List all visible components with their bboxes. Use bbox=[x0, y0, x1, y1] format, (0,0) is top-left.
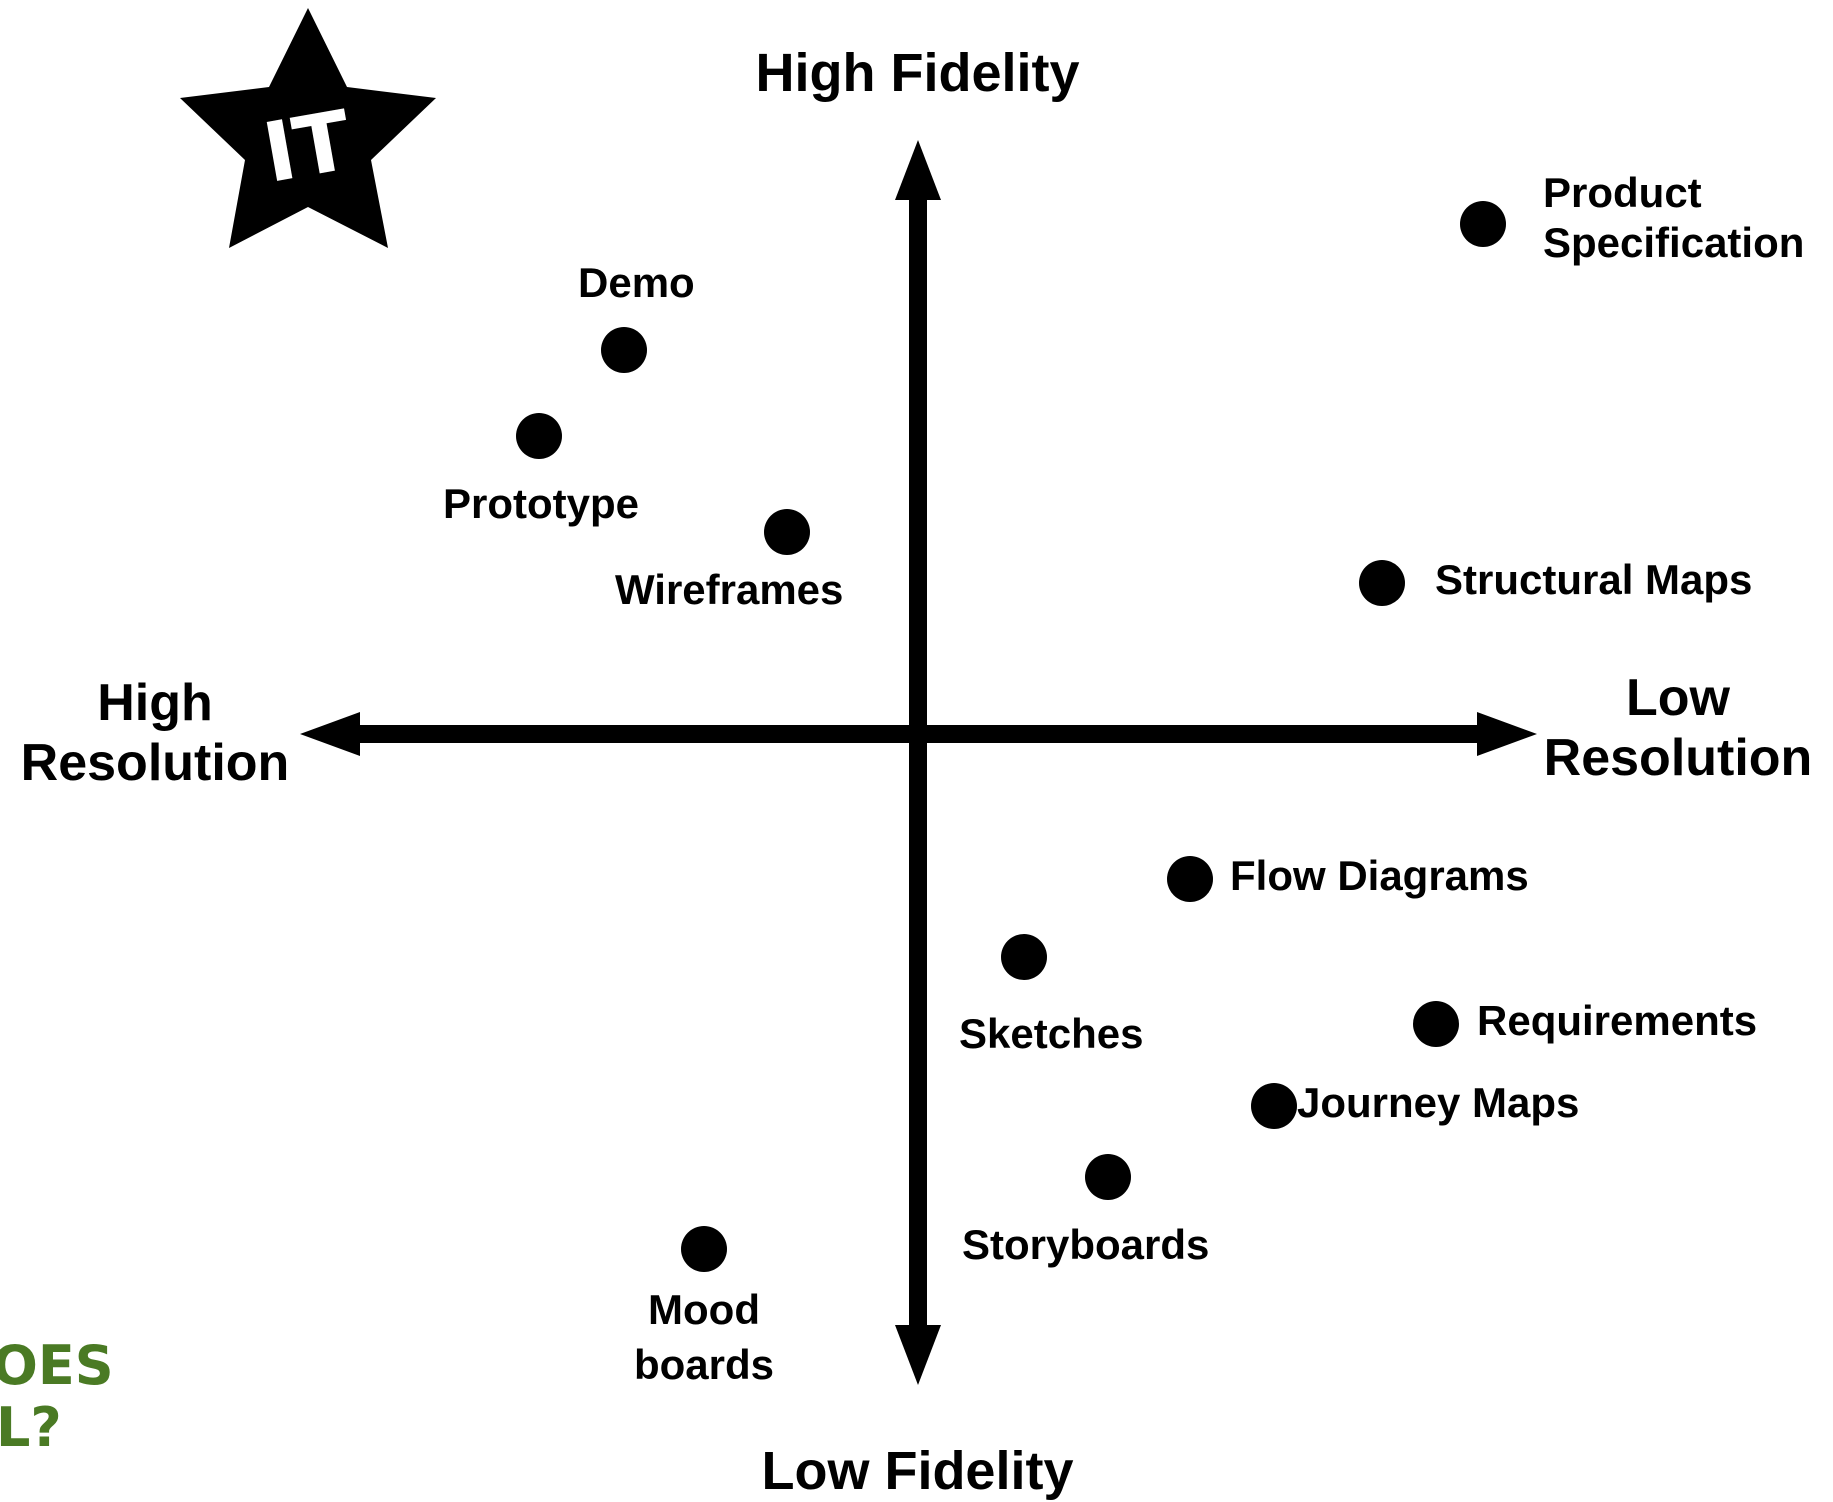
axis-label-left-line1: High bbox=[97, 674, 213, 732]
label-wireframes: Wireframes bbox=[615, 566, 844, 613]
fidelity-axis bbox=[895, 140, 941, 1385]
point-journey-maps bbox=[1251, 1083, 1297, 1129]
axis-label-right: Low Resolution bbox=[1523, 669, 1833, 789]
point-prototype bbox=[516, 413, 562, 459]
label-storyboards: Storyboards bbox=[962, 1221, 1210, 1268]
corner-caption-line1: OES bbox=[0, 1335, 114, 1397]
point-sketches bbox=[1001, 934, 1047, 980]
label-sketches: Sketches bbox=[959, 1010, 1144, 1057]
label-flow-diagrams: Flow Diagrams bbox=[1230, 852, 1529, 899]
point-storyboards bbox=[1085, 1154, 1131, 1200]
arrowhead-left-icon bbox=[300, 712, 360, 756]
point-mood-boards bbox=[681, 1226, 727, 1272]
axis-label-bottom: Low Fidelity bbox=[761, 1441, 1074, 1501]
axis-label-top: High Fidelity bbox=[755, 43, 1080, 103]
star-icon: IT bbox=[180, 8, 436, 248]
corner-caption-line2: L? bbox=[0, 1396, 62, 1460]
label-mood-boards-line2: boards bbox=[633, 1340, 775, 1388]
label-prototype: Prototype bbox=[443, 480, 640, 527]
point-flow-diagrams bbox=[1167, 856, 1213, 902]
label-demo: Demo bbox=[578, 259, 695, 306]
arrowhead-up-icon bbox=[895, 140, 941, 200]
label-product-spec-line2: Specification bbox=[1543, 219, 1805, 267]
label-journey-maps: Journey Maps bbox=[1297, 1079, 1580, 1126]
point-wireframes bbox=[764, 509, 810, 555]
star-badge-text: IT bbox=[257, 93, 359, 202]
arrowhead-right-icon bbox=[1477, 712, 1537, 756]
axis-label-left-line2: Resolution bbox=[20, 733, 290, 792]
axis-label-right-line1: Low bbox=[1626, 669, 1730, 727]
resolution-axis bbox=[300, 712, 1537, 756]
arrowhead-down-icon bbox=[895, 1325, 941, 1385]
axis-label-left: High Resolution bbox=[0, 674, 310, 794]
point-demo bbox=[601, 327, 647, 373]
axis-label-right-line2: Resolution bbox=[1543, 728, 1813, 787]
label-structural-maps: Structural Maps bbox=[1435, 556, 1753, 603]
point-requirements bbox=[1413, 1001, 1459, 1047]
label-product-spec: Product Specification bbox=[1543, 168, 1833, 269]
label-requirements: Requirements bbox=[1477, 997, 1758, 1044]
label-product-spec-line1: Product bbox=[1543, 169, 1702, 216]
label-mood-boards-line1: Mood bbox=[648, 1286, 760, 1333]
corner-caption: OES L? bbox=[0, 1335, 122, 1475]
point-structural-maps bbox=[1359, 560, 1405, 606]
label-mood-boards: Mood boards bbox=[604, 1283, 804, 1392]
point-product-spec bbox=[1460, 201, 1506, 247]
